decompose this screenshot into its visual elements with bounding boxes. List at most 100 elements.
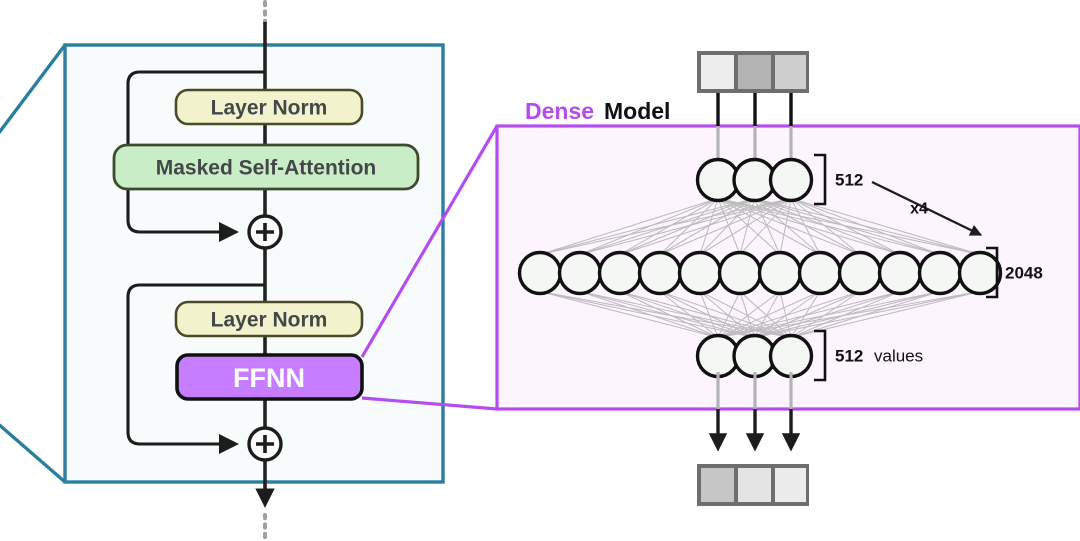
output-layer-size-label: 512	[835, 347, 863, 366]
dense-edge	[539, 290, 719, 339]
block-layer-norm-2[interactable]: Layer Norm	[174, 300, 364, 338]
input-cell-1	[701, 55, 734, 89]
dense-edge	[754, 198, 781, 255]
dense-edge	[539, 197, 792, 256]
dense-edge	[717, 290, 941, 339]
dense-edge	[790, 198, 821, 255]
residual-add-1[interactable]	[247, 214, 283, 250]
dense-edge	[699, 291, 792, 338]
dense-edge	[739, 198, 756, 255]
dense-edge	[659, 291, 792, 338]
neuron-output-3	[768, 333, 814, 379]
input-layer-neurons	[695, 157, 814, 203]
dense-edge	[717, 198, 821, 255]
output-feed-lines	[708, 372, 801, 452]
dense-edge	[619, 291, 755, 338]
dense-edge	[790, 291, 821, 338]
block-layer-norm-2-label: Layer Norm	[211, 309, 328, 332]
dense-edge	[699, 198, 719, 255]
block-masked-self-attention-label: Masked Self-Attention	[156, 157, 377, 180]
neuron-hidden-7	[757, 250, 803, 296]
dense-edge	[717, 198, 781, 255]
dense-model-title-accent: Dense	[525, 98, 594, 124]
dense-edge	[717, 291, 781, 338]
output-cell-1	[701, 468, 734, 502]
dense-edge	[754, 197, 981, 256]
residual-connection-2	[126, 283, 265, 455]
output-layer-size-annotation: 512 values	[814, 329, 923, 382]
dense-edge	[619, 198, 792, 255]
purple-zoom-connectors	[360, 125, 499, 411]
dense-edge	[779, 291, 792, 338]
dense-edge	[717, 291, 741, 338]
dense-edge	[790, 198, 941, 255]
dense-edge	[579, 290, 755, 339]
neuron-hidden-11	[917, 250, 963, 296]
dense-edge	[717, 290, 981, 339]
dense-edge	[739, 198, 792, 255]
hidden-layer-size-label: 2048	[1005, 264, 1043, 283]
output-activation-vector[interactable]	[697, 464, 809, 506]
dense-edge	[579, 291, 719, 338]
dense-edge	[619, 291, 719, 338]
block-layer-norm-1-label: Layer Norm	[211, 97, 328, 120]
block-layer-norm-1[interactable]: Layer Norm	[174, 88, 364, 126]
dense-edge	[779, 198, 792, 255]
dense-edge	[717, 291, 821, 338]
input-cell-3	[775, 55, 806, 89]
output-cell-3	[775, 468, 806, 502]
dense-edge	[790, 198, 861, 255]
dense-edge	[739, 291, 792, 338]
neuron-hidden-5	[677, 250, 723, 296]
dense-edge	[539, 197, 755, 256]
dense-edge	[539, 290, 755, 339]
dense-edge	[579, 197, 792, 256]
edges-input-to-hidden	[539, 197, 981, 256]
input-cell-2	[738, 55, 771, 89]
edges-hidden-to-output	[539, 290, 981, 339]
dense-model-title: Dense Model	[525, 98, 670, 124]
dense-edge	[539, 197, 719, 256]
output-layer-neurons	[695, 333, 814, 379]
dense-edge	[659, 291, 755, 338]
hidden-layer-size-annotation: 2048	[986, 246, 1043, 299]
dense-edge	[717, 198, 861, 255]
neuron-hidden-2	[557, 250, 603, 296]
teal-zoom-connectors	[0, 43, 67, 484]
neuron-hidden-6	[717, 250, 763, 296]
residual-add-2[interactable]	[247, 426, 283, 462]
neuron-input-3	[768, 157, 814, 203]
neuron-hidden-1	[517, 250, 563, 296]
input-layer-size-annotation: 512	[814, 153, 863, 206]
dense-edge	[739, 291, 756, 338]
dense-edge	[790, 198, 901, 255]
dense-edge	[754, 198, 821, 255]
dense-edge	[717, 198, 741, 255]
dense-edge	[619, 198, 719, 255]
dense-edge	[754, 290, 981, 339]
dense-edge	[659, 198, 755, 255]
block-ffnn-label: FFNN	[233, 363, 305, 393]
expansion-annotation: x4	[871, 180, 983, 237]
block-ffnn[interactable]: FFNN	[175, 353, 364, 401]
dense-edge	[754, 198, 861, 255]
dense-edge	[790, 291, 861, 338]
neuron-hidden-4	[637, 250, 683, 296]
input-layer-size-label: 512	[835, 171, 863, 190]
dense-edge	[659, 198, 792, 255]
dense-edge	[659, 291, 719, 338]
block-masked-self-attention[interactable]: Masked Self-Attention	[112, 143, 420, 191]
neuron-hidden-8	[797, 250, 843, 296]
dense-edge	[754, 198, 901, 255]
dense-edge	[754, 197, 941, 256]
dense-edge	[717, 291, 861, 338]
dense-edge	[699, 198, 755, 255]
dense-edge	[790, 197, 981, 256]
neuron-hidden-10	[877, 250, 923, 296]
input-activation-vector[interactable]	[697, 51, 809, 93]
hidden-layer-neurons	[517, 250, 1003, 296]
output-cell-2	[738, 468, 771, 502]
neuron-hidden-9	[837, 250, 883, 296]
